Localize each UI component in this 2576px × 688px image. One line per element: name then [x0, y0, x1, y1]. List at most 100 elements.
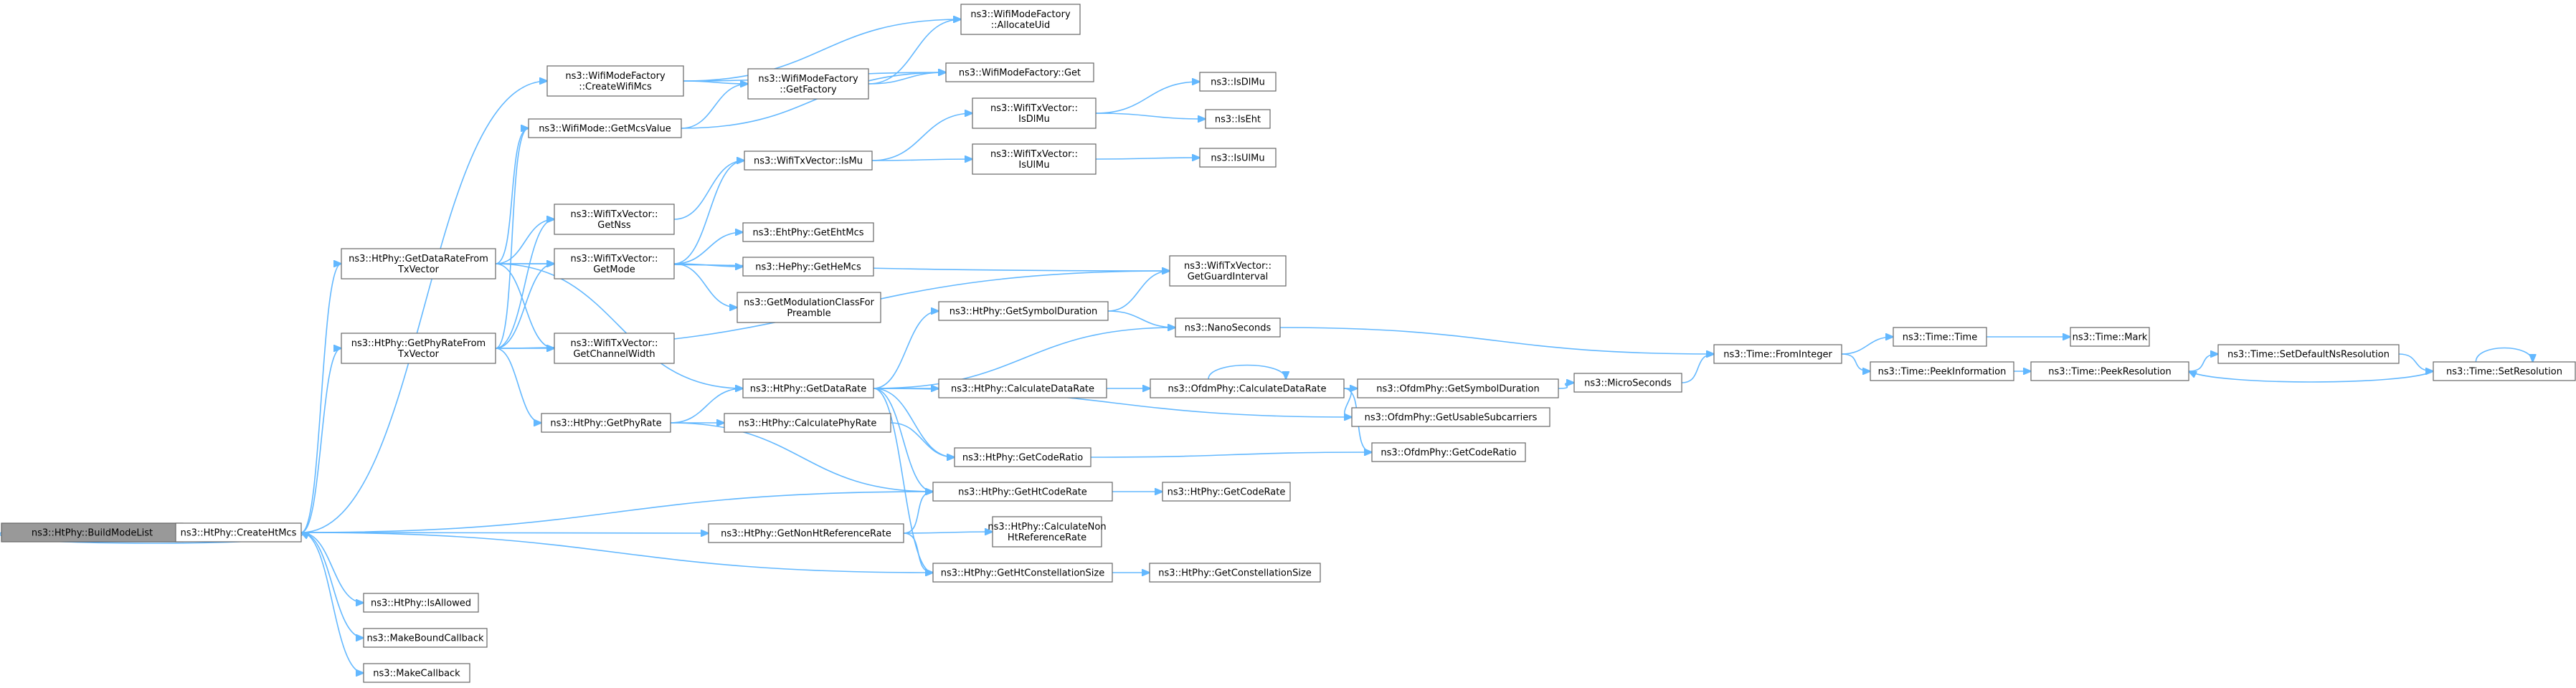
node-nanoSeconds[interactable]: ns3::NanoSeconds [1175, 317, 1281, 338]
node-label: ns3::WifiTxVector:: [570, 254, 658, 264]
node-ofdmCode[interactable]: ns3::OfdmPhy::GetCodeRatio [1371, 442, 1526, 462]
node-label: ns3::MakeBoundCallback [366, 634, 484, 644]
node-allocateUid[interactable]: ns3::WifiModeFactory::AllocateUid [960, 4, 1081, 35]
edge-getPhyRateFrom-to-getMode [495, 264, 554, 349]
node-build[interactable]: ns3::HtPhy::BuildModeList [1, 522, 184, 543]
node-label: TxVector [397, 349, 440, 360]
edge-createHtMcs-to-getNonHtRef [300, 532, 709, 533]
node-label: ns3::Time::PeekInformation [1878, 367, 2007, 378]
node-box [341, 333, 496, 364]
node-label: ns3::WifiModeFactory [565, 71, 666, 82]
node-getPhyRate[interactable]: ns3::HtPhy::GetPhyRate [541, 413, 671, 433]
node-isUlMu[interactable]: ns3::IsUlMu [1199, 148, 1277, 168]
node-constSize[interactable]: ns3::HtPhy::GetConstellationSize [1149, 563, 1321, 583]
edge-getNonHtRef-to-getHtConst [903, 532, 933, 573]
node-calcDataRate[interactable]: ns3::HtPhy::CalculateDataRate [938, 378, 1107, 398]
node-box [363, 628, 488, 648]
node-isAllowed[interactable]: ns3::HtPhy::IsAllowed [363, 593, 479, 613]
node-label: ns3::HtPhy::GetDataRateFrom [349, 254, 488, 264]
node-label: ns3::WifiTxVector:: [570, 338, 658, 349]
node-peekInfo[interactable]: ns3::Time::PeekInformation [1870, 361, 2014, 381]
node-box [528, 118, 682, 138]
node-box [1357, 378, 1559, 398]
node-getChannelWidth[interactable]: ns3::WifiTxVector::GetChannelWidth [554, 333, 675, 364]
node-getNss[interactable]: ns3::WifiTxVector::GetNss [554, 204, 675, 235]
node-isEht[interactable]: ns3::IsEht [1205, 109, 1271, 129]
node-getSymbolDur[interactable]: ns3::HtPhy::GetSymbolDuration [938, 301, 1109, 321]
node-label: ns3::HtPhy::CalculateDataRate [951, 384, 1094, 395]
node-box [744, 150, 873, 171]
edge-createHtMcs-to-createWifiMcs [300, 81, 547, 533]
node-label: TxVector [397, 264, 440, 275]
node-label: ns3::Time::PeekResolution [2048, 367, 2171, 378]
node-guardInterval[interactable]: ns3::WifiTxVector::GetGuardInterval [1169, 255, 1287, 287]
node-ofdmSym[interactable]: ns3::OfdmPhy::GetSymbolDuration [1357, 378, 1559, 398]
edge-ofdmCalc-to-ofdmSub [1343, 388, 1352, 417]
node-getFactory[interactable]: ns3::WifiModeFactory::GetFactory [747, 68, 869, 100]
edge-fromInteger-to-peekInfo [1841, 353, 1870, 371]
node-factoryGet[interactable]: ns3::WifiModeFactory::Get [945, 62, 1094, 82]
node-isDlMu[interactable]: ns3::IsDlMu [1199, 72, 1277, 92]
edge-getNss-to-isMuTx [673, 161, 744, 220]
node-isDlMuTx[interactable]: ns3::WifiTxVector::IsDlMu [972, 97, 1097, 129]
node-peekRes[interactable]: ns3::Time::PeekResolution [2030, 361, 2189, 381]
edge-getMode-to-getHeMcs [673, 264, 743, 267]
node-box [363, 593, 479, 613]
node-setRes[interactable]: ns3::Time::SetResolution [2433, 361, 2576, 381]
node-box [1573, 373, 1682, 393]
edge-nanoSeconds-to-fromInteger [1279, 327, 1714, 354]
node-microSeconds[interactable]: ns3::MicroSeconds [1573, 373, 1682, 393]
edge-createHtMcs-to-getDataRateFrom [300, 264, 341, 533]
node-isMuTx[interactable]: ns3::WifiTxVector::IsMu [744, 150, 873, 171]
node-getMode[interactable]: ns3::WifiTxVector::GetMode [554, 248, 675, 280]
node-ofdmSub[interactable]: ns3::OfdmPhy::GetUsableSubcarriers [1351, 407, 1550, 427]
node-getMcsValue[interactable]: ns3::WifiMode::GetMcsValue [528, 118, 682, 138]
node-makeCb[interactable]: ns3::MakeCallback [363, 663, 470, 683]
edge-getNonHtRef-to-calcNonHt [903, 532, 993, 533]
edge-ofdmSym-to-microSeconds [1558, 383, 1574, 389]
node-label: ns3::Time::FromInteger [1723, 350, 1832, 360]
node-label: ns3::HtPhy::IsAllowed [371, 598, 471, 609]
node-makeBound[interactable]: ns3::MakeBoundCallback [363, 628, 488, 648]
edge-getMcsValue-to-getFactory [681, 84, 748, 129]
node-label: ns3::HtPhy::GetNonHtReferenceRate [721, 529, 891, 540]
node-label: ns3::HtPhy::CalculatePhyRate [739, 419, 877, 429]
node-isUlMuTx[interactable]: ns3::WifiTxVector::IsUlMu [972, 143, 1097, 175]
node-label: Preamble [787, 308, 830, 319]
edge-isDlMuTx-to-isEht [1095, 113, 1206, 119]
node-fromInteger[interactable]: ns3::Time::FromInteger [1713, 344, 1842, 364]
edge-createHtMcs-to-isAllowed [300, 532, 364, 603]
node-getHtConst[interactable]: ns3::HtPhy::GetHtConstellationSize [932, 563, 1113, 583]
node-box [1713, 344, 1842, 364]
node-getEhtMcs[interactable]: ns3::EhtPhy::GetEhtMcs [742, 222, 874, 242]
edge-getDataRate-to-getHtConst [873, 388, 933, 573]
node-label: ns3::WifiTxVector:: [990, 149, 1078, 160]
node-createHtMcs[interactable]: ns3::HtPhy::CreateHtMcs [175, 522, 302, 543]
node-label: ns3::WifiTxVector:: [990, 103, 1078, 114]
node-mark[interactable]: ns3::Time::Mark [2070, 327, 2150, 347]
node-ofdmCalc[interactable]: ns3::OfdmPhy::CalculateDataRate [1150, 378, 1345, 398]
node-setDefaultRes[interactable]: ns3::Time::SetDefaultNsResolution [2217, 344, 2400, 364]
node-box [1205, 109, 1271, 129]
node-htPhyCodeRate[interactable]: ns3::HtPhy::GetCodeRate [1162, 482, 1291, 502]
node-createWifiMcs[interactable]: ns3::WifiModeFactory::CreateWifiMcs [546, 65, 684, 97]
node-label: ::CreateWifiMcs [579, 82, 652, 92]
edge-setRes-to-peekRes [2189, 371, 2434, 383]
edge-getFactory-to-allocateUid [868, 19, 961, 85]
node-getNonHtRef[interactable]: ns3::HtPhy::GetNonHtReferenceRate [708, 523, 904, 543]
node-calcPhyRate[interactable]: ns3::HtPhy::CalculatePhyRate [724, 413, 891, 433]
node-getHtCodeRate[interactable]: ns3::HtPhy::GetHtCodeRate [932, 482, 1113, 502]
node-getHeMcs[interactable]: ns3::HePhy::GetHeMcs [742, 257, 874, 277]
node-timeTime[interactable]: ns3::Time::Time [1893, 327, 1987, 347]
node-label: ns3::WifiMode::GetMcsValue [539, 124, 671, 135]
edge-createHtMcs-to-getPhyRateFrom [300, 348, 341, 533]
edge-getPhyRate-to-getHtCodeRate [670, 422, 933, 492]
node-getDataRate[interactable]: ns3::HtPhy::GetDataRate [742, 378, 874, 398]
node-getCodeRatio[interactable]: ns3::HtPhy::GetCodeRatio [954, 447, 1092, 467]
node-box [175, 522, 302, 543]
